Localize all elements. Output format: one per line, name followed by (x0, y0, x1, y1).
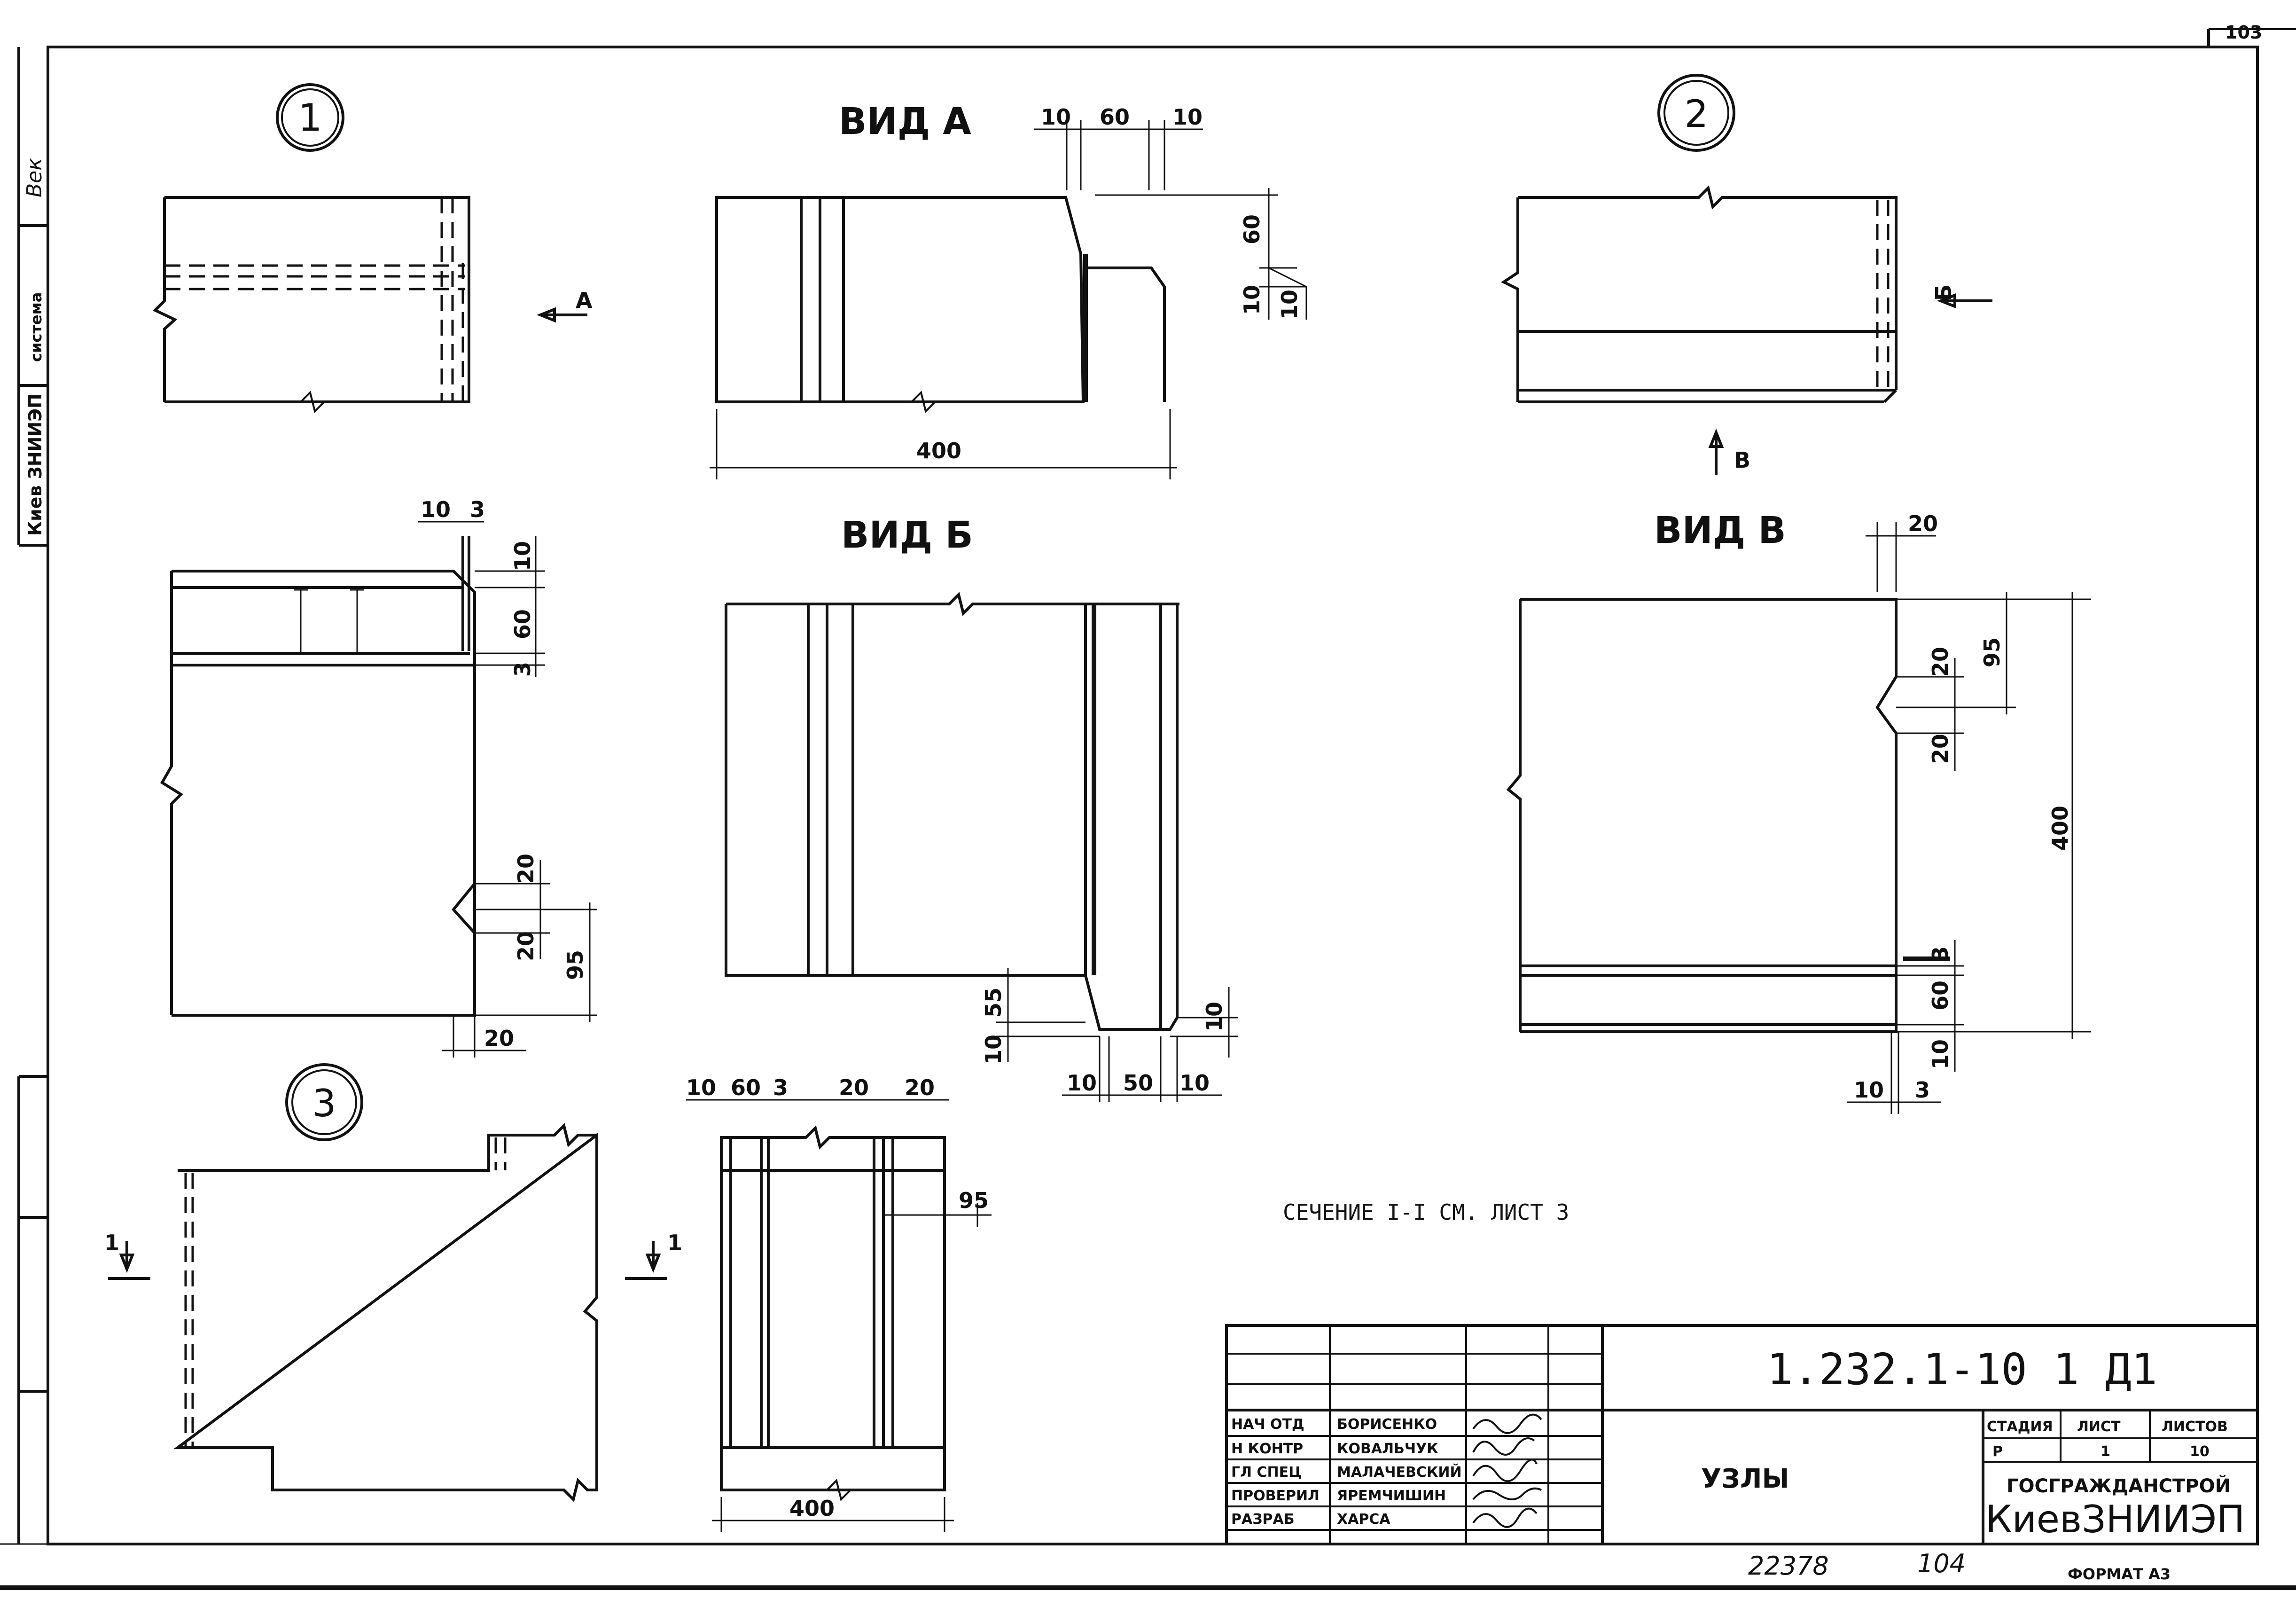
view-a: ВИД А 400 10 60 10 60 10 10 (710, 101, 1307, 479)
dim-vv-3-bottom: 3 (1915, 1077, 1930, 1103)
sheet-frame (0, 28, 2296, 1590)
side-stamp-series: система (27, 292, 45, 362)
view-b-title: ВИД Б (841, 514, 973, 557)
document-code: 1.232.1-10 1 Д1 (1767, 1344, 2157, 1395)
arrow-a-label: А (576, 288, 593, 313)
dim-view-a-400: 400 (916, 438, 961, 463)
dim-n1-side-60: 60 (510, 609, 535, 639)
signatures (1472, 1413, 1542, 1528)
dim-n3-95: 95 (959, 1188, 989, 1213)
dim-n1-10: 10 (421, 497, 451, 522)
role-0: НАЧ ОТД (1231, 1416, 1304, 1433)
dim-n3-60: 60 (731, 1075, 761, 1100)
name-1: КОВАЛЬЧУК (1337, 1441, 1438, 1457)
name-0: БОРИСЕНКО (1337, 1416, 1437, 1433)
header-stage: СТАДИЯ (1987, 1419, 2053, 1435)
dim-n1-20-upper: 20 (513, 854, 539, 884)
section-note: СЕЧЕНИЕ I-I СМ. ЛИСТ 3 (1283, 1199, 1569, 1225)
section-marker-right-label: 1 (667, 1230, 682, 1255)
value-stage: Р (1992, 1443, 2003, 1460)
dim-view-a-10-right: 10 (1172, 104, 1203, 130)
node-3-label: 3 (312, 1082, 336, 1125)
dim-n1-side-10: 10 (510, 541, 535, 571)
node-3: 3 1 1 (104, 1063, 682, 1502)
dim-view-a-60-side: 60 (1239, 214, 1265, 244)
value-sheets: 10 (2190, 1443, 2210, 1460)
header-sheet: ЛИСТ (2077, 1419, 2121, 1435)
sheet-number: 103 (2225, 22, 2262, 43)
dim-vv-60-side: 60 (1928, 980, 1953, 1011)
name-2: МАЛАЧЕВСКИЙ (1337, 1464, 1462, 1481)
dim-vb-10-right: 10 (1202, 1002, 1227, 1032)
dim-n1-95: 95 (562, 950, 588, 980)
name-3: ЯРЕМЧИШИН (1337, 1488, 1446, 1504)
title-block (1225, 1324, 2259, 1545)
view-v-title: ВИД В (1654, 510, 1786, 552)
dim-n3-20-right: 20 (905, 1075, 935, 1100)
dim-n3-20-left: 20 (839, 1075, 869, 1100)
node-2: 2 Б В (1501, 74, 1992, 475)
view-v: ВИД В 20 20 20 95 400 3 60 10 10 3 (1506, 510, 2091, 1114)
role-2: ГЛ СПЕЦ (1231, 1464, 1302, 1481)
inventory-number: 22378 (1748, 1551, 1829, 1581)
dim-vv-3-side: 3 (1928, 946, 1953, 961)
drawing-subject: УЗЛЫ (1701, 1464, 1789, 1494)
arrow-b-label: Б (1931, 284, 1956, 301)
dim-vv-95: 95 (1979, 637, 2005, 667)
dim-n3-3: 3 (773, 1075, 788, 1100)
org-main: КиевЗНИИЭП (1985, 1497, 2245, 1541)
dim-n1-20-lower: 20 (513, 931, 539, 961)
dim-vv-20-upper: 20 (1928, 647, 1953, 677)
side-stamp-signature: Век (23, 158, 47, 197)
node-1-section: 10 3 10 60 3 20 20 95 20 (160, 497, 597, 1058)
role-3: ПРОВЕРИЛ (1231, 1488, 1320, 1504)
dim-view-a-60-top: 60 (1100, 104, 1130, 130)
section-marker-left-label: 1 (104, 1230, 119, 1255)
role-4: РАЗРАБ (1231, 1511, 1295, 1528)
value-sheet: 1 (2101, 1443, 2110, 1460)
header-sheets: ЛИСТОВ (2162, 1419, 2228, 1435)
dim-vb-10-bottom-left: 10 (1067, 1070, 1097, 1096)
page-number: 104 (1917, 1549, 1966, 1578)
dim-vb-10-left: 10 (981, 1035, 1006, 1065)
dim-vv-20-lower: 20 (1928, 734, 1953, 764)
view-b: ВИД Б 55 10 10 50 10 10 (725, 514, 1238, 1102)
dim-vv-400: 400 (2047, 806, 2073, 851)
dim-n1-3: 3 (470, 497, 485, 522)
dim-n3-400: 400 (789, 1496, 835, 1521)
format-label: ФОРМАТ А3 (2068, 1565, 2171, 1583)
dim-vv-10-bottom: 10 (1854, 1077, 1884, 1103)
dim-view-a-10-side-2: 10 (1277, 290, 1302, 320)
side-stamp-org: Киев ЗНИИЭП (25, 393, 46, 536)
dim-vb-55: 55 (981, 988, 1006, 1018)
arrow-v-label: В (1734, 447, 1750, 473)
org-top: ГОСГРАЖДАНСТРОЙ (2007, 1474, 2231, 1497)
role-1: Н КОНТР (1231, 1441, 1303, 1457)
node-1: 1 А (152, 83, 593, 413)
dim-view-a-10-left: 10 (1041, 104, 1071, 130)
view-a-title: ВИД А (839, 101, 971, 143)
dim-n3-10: 10 (686, 1075, 716, 1100)
name-4: ХАРСА (1337, 1511, 1390, 1528)
node-1-label: 1 (298, 96, 322, 140)
dim-n1-side-3: 3 (510, 662, 535, 677)
dim-vb-10-bottom-right: 10 (1179, 1070, 1210, 1096)
dim-n1-20-bottom: 20 (484, 1026, 514, 1051)
dim-vv-10-side: 10 (1928, 1039, 1953, 1069)
node-2-label: 2 (1685, 92, 1709, 136)
dim-vb-50: 50 (1123, 1070, 1153, 1096)
dim-vv-20-top: 20 (1908, 511, 1938, 536)
node-3-view: 10 60 3 20 20 95 400 (686, 1075, 992, 1532)
dim-view-a-10-side: 10 (1239, 285, 1265, 315)
